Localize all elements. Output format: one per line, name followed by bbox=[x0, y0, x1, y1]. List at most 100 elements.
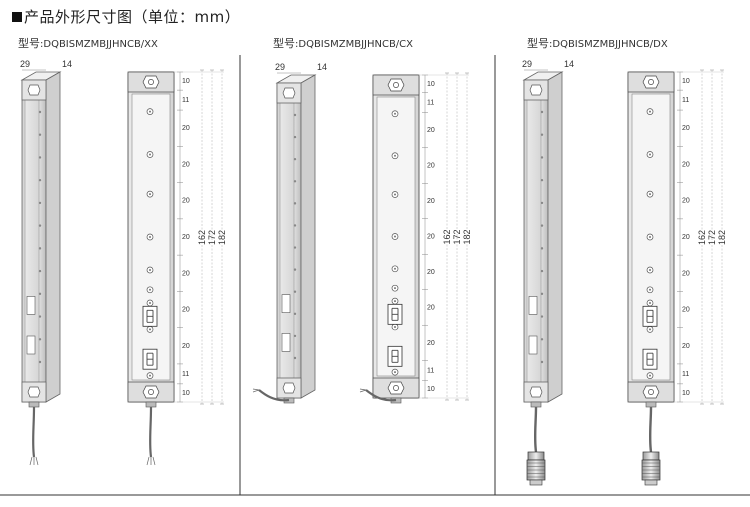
pitch-label: 10 bbox=[682, 390, 690, 397]
digit-display-icon bbox=[528, 296, 538, 315]
cable-wires-icon bbox=[359, 388, 367, 393]
screw-hole-icon bbox=[148, 79, 154, 85]
pitch-label: 20 bbox=[682, 270, 690, 277]
hex-nut-icon bbox=[27, 84, 41, 96]
cable-wires-icon bbox=[146, 456, 156, 466]
segment-digit-icon bbox=[146, 309, 154, 323]
led-dot-icon bbox=[293, 268, 297, 271]
led-dot-icon bbox=[540, 269, 544, 273]
led-dot-icon bbox=[293, 290, 297, 293]
led-dot-icon bbox=[293, 113, 297, 117]
led-dot-icon bbox=[38, 338, 42, 341]
cable-icon bbox=[533, 406, 538, 453]
pitch-label: 20 bbox=[182, 198, 190, 205]
hex-nut-icon bbox=[529, 386, 543, 398]
pitch-label: 20 bbox=[427, 304, 435, 311]
segment-digit-icon bbox=[646, 352, 654, 366]
led-dot-icon bbox=[540, 133, 544, 136]
led-dot-icon bbox=[38, 269, 42, 273]
cable-gland-icon bbox=[645, 401, 657, 408]
m12-connector-icon bbox=[527, 451, 545, 461]
cable-gland-icon bbox=[28, 401, 40, 408]
led-dot-icon bbox=[293, 312, 297, 316]
model-code: :DQBISMZMBJJHNCB/DX bbox=[549, 39, 668, 50]
pitch-label: 11 bbox=[427, 367, 434, 374]
led-dot-icon bbox=[38, 224, 42, 227]
hex-nut-icon bbox=[142, 385, 160, 399]
page-title: 产品外形尺寸图（单位：mm） bbox=[12, 6, 240, 27]
pitch-label: 10 bbox=[427, 386, 435, 393]
pitch-label: 20 bbox=[182, 125, 190, 132]
led-center-icon bbox=[149, 193, 151, 196]
hex-nut-icon bbox=[642, 75, 660, 89]
pitch-label: 20 bbox=[427, 269, 435, 276]
led-dot-icon bbox=[293, 224, 297, 227]
led-center-icon bbox=[394, 287, 396, 290]
pitch-label: 11 bbox=[682, 371, 689, 378]
hex-nut-icon bbox=[642, 385, 660, 399]
led-center-icon bbox=[394, 112, 396, 115]
side-cable-icon bbox=[258, 389, 290, 402]
model-code: :DQBISMZMBJJHNCB/XX bbox=[40, 39, 158, 50]
pitch-label: 11 bbox=[682, 97, 689, 104]
hex-nut-icon bbox=[27, 386, 41, 398]
hex-nut-icon bbox=[387, 381, 405, 395]
width-label: 14 bbox=[62, 59, 72, 69]
led-dot-icon bbox=[540, 292, 544, 296]
led-center-icon bbox=[149, 110, 151, 113]
screw-hole-icon bbox=[393, 82, 399, 88]
led-dot-icon bbox=[38, 110, 42, 114]
led-dot-icon bbox=[540, 360, 544, 364]
pitch-label: 20 bbox=[682, 161, 690, 168]
pitch-label: 10 bbox=[682, 78, 690, 85]
led-dot-icon bbox=[38, 178, 42, 182]
segment-digit-icon bbox=[646, 309, 654, 323]
led-center-icon bbox=[649, 153, 651, 156]
total-length-label: 182 bbox=[462, 229, 472, 244]
digit-display-icon bbox=[528, 335, 538, 355]
pitch-label: 20 bbox=[182, 343, 190, 350]
led-center-icon bbox=[649, 374, 651, 377]
model-prefix: 型号 bbox=[527, 37, 549, 50]
led-center-icon bbox=[649, 328, 651, 331]
hex-nut-icon bbox=[282, 382, 296, 394]
led-center-icon bbox=[149, 236, 151, 238]
total-length-label: 182 bbox=[717, 230, 727, 245]
segment-digit-icon bbox=[146, 352, 154, 366]
pitch-label: 20 bbox=[427, 340, 435, 347]
led-dot-icon bbox=[293, 202, 297, 205]
led-dot-icon bbox=[293, 157, 297, 161]
led-dot-icon bbox=[540, 247, 544, 250]
hex-nut-icon bbox=[387, 78, 405, 92]
model-label-dx: 型号:DQBISMZMBJJHNCB/DX bbox=[527, 35, 668, 51]
led-center-icon bbox=[149, 374, 151, 377]
led-center-icon bbox=[394, 235, 396, 238]
led-center-icon bbox=[394, 371, 396, 374]
cable-gland-icon bbox=[145, 401, 157, 408]
model-label-cx: 型号:DQBISMZMBJJHNCB/CX bbox=[273, 35, 413, 51]
side-view-right-face bbox=[547, 71, 563, 403]
screw-hole-icon bbox=[393, 385, 399, 391]
pitch-label: 10 bbox=[182, 78, 190, 85]
screw-hole-icon bbox=[148, 389, 154, 395]
pitch-label: 20 bbox=[427, 234, 435, 241]
pitch-label: 20 bbox=[682, 198, 690, 205]
led-center-icon bbox=[149, 328, 151, 331]
title-text: 产品外形尺寸图（单位：mm） bbox=[24, 8, 241, 26]
pitch-label: 11 bbox=[182, 97, 189, 104]
screw-hole-icon bbox=[648, 389, 654, 395]
total-length-label: 172 bbox=[452, 229, 462, 244]
width-label: 14 bbox=[564, 59, 574, 69]
pitch-label: 20 bbox=[182, 307, 190, 314]
width-label: 14 bbox=[317, 62, 327, 72]
led-center-icon bbox=[149, 302, 151, 304]
pitch-label: 20 bbox=[682, 125, 690, 132]
digit-display-icon bbox=[26, 296, 36, 315]
led-dot-icon bbox=[293, 356, 297, 360]
led-center-icon bbox=[149, 269, 151, 271]
square-bullet-icon bbox=[12, 12, 22, 22]
pitch-label: 20 bbox=[427, 163, 435, 170]
depth-label: 29 bbox=[522, 59, 532, 69]
